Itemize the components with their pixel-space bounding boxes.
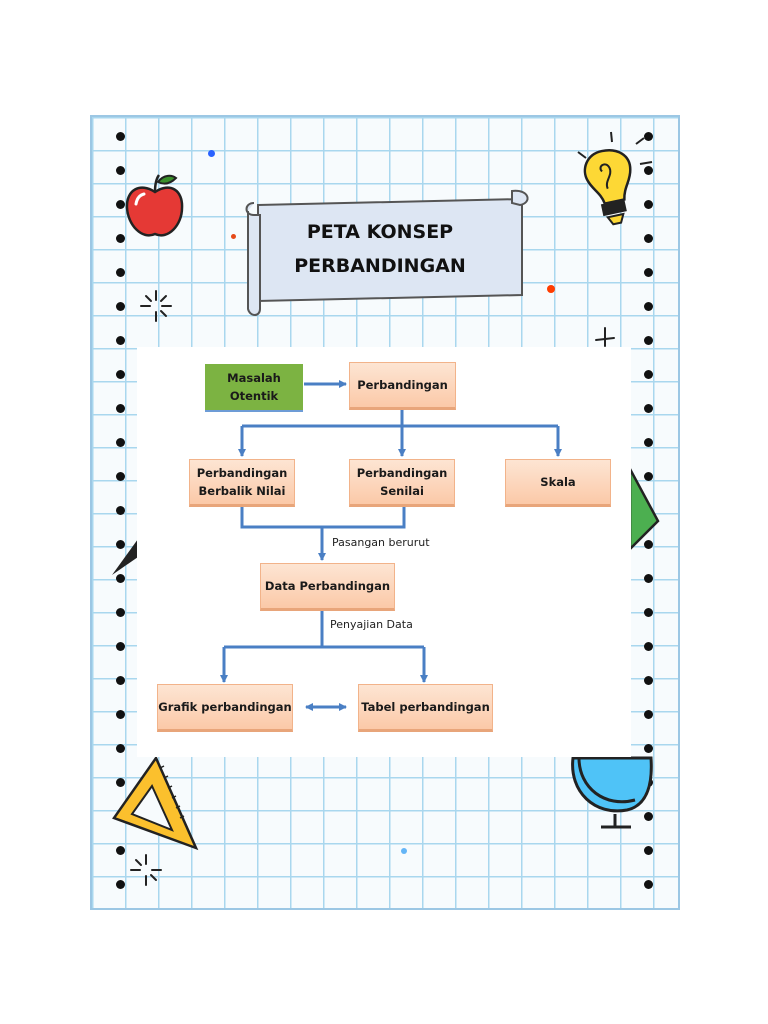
binder-hole bbox=[644, 880, 653, 889]
red-dot-decoration bbox=[547, 285, 555, 293]
green-triangle-decoration bbox=[630, 468, 660, 551]
binder-hole bbox=[116, 540, 125, 549]
binder-hole bbox=[644, 812, 653, 821]
binder-hole bbox=[116, 744, 125, 753]
binder-hole bbox=[644, 268, 653, 277]
binder-hole bbox=[116, 608, 125, 617]
binder-hole bbox=[116, 472, 125, 481]
binder-hole bbox=[116, 778, 125, 787]
binder-hole bbox=[644, 200, 653, 209]
binder-hole bbox=[116, 574, 125, 583]
binder-hole bbox=[116, 370, 125, 379]
binder-hole bbox=[644, 472, 653, 481]
binder-hole bbox=[644, 744, 653, 753]
binder-hole bbox=[116, 506, 125, 515]
node-masalah-otentik: Masalah Otentik bbox=[205, 364, 303, 412]
binder-hole bbox=[116, 200, 125, 209]
node-skala: Skala bbox=[505, 459, 611, 507]
blue-dot-decoration bbox=[208, 150, 215, 157]
edge-label-penyajian-data: Penyajian Data bbox=[330, 618, 413, 631]
join-berbalik-senilai bbox=[240, 506, 406, 529]
binder-hole bbox=[116, 336, 125, 345]
blue-dot-decoration bbox=[401, 848, 407, 854]
binder-hole bbox=[644, 438, 653, 447]
sparkle-icon bbox=[130, 854, 162, 886]
binder-hole bbox=[116, 234, 125, 243]
binder-hole bbox=[644, 574, 653, 583]
binder-hole bbox=[644, 710, 653, 719]
binder-holes-left bbox=[116, 117, 128, 908]
title-line-1: PETA KONSEP bbox=[306, 221, 454, 243]
binder-hole bbox=[116, 268, 125, 277]
binder-hole bbox=[116, 880, 125, 889]
title-line-2: PERBANDINGAN bbox=[294, 255, 466, 277]
page-title: PETA KONSEP PERBANDINGAN bbox=[260, 215, 500, 283]
globe-icon bbox=[571, 756, 653, 829]
binder-hole bbox=[644, 336, 653, 345]
binder-hole bbox=[116, 676, 125, 685]
sparkle-icon bbox=[595, 327, 615, 347]
binder-hole bbox=[644, 302, 653, 311]
binder-hole bbox=[644, 370, 653, 379]
binder-hole bbox=[116, 710, 125, 719]
lightbulb-icon bbox=[577, 131, 653, 226]
apple-icon bbox=[125, 174, 184, 237]
binder-hole bbox=[644, 132, 653, 141]
binder-hole bbox=[116, 302, 125, 311]
binder-hole bbox=[644, 642, 653, 651]
binder-hole bbox=[116, 132, 125, 141]
node-tabel-perbandingan: Tabel perbandingan bbox=[358, 684, 493, 732]
edge-label-pasangan-berurut: Pasangan berurut bbox=[332, 536, 430, 549]
title-scroll-banner: PETA KONSEP PERBANDINGAN bbox=[240, 185, 530, 317]
binder-hole bbox=[116, 642, 125, 651]
binder-hole bbox=[644, 404, 653, 413]
node-perbandingan: Perbandingan bbox=[349, 362, 456, 410]
binder-hole bbox=[644, 608, 653, 617]
binder-hole bbox=[644, 234, 653, 243]
node-perbandingan-berbalik-nilai: Perbandingan Berbalik Nilai bbox=[189, 459, 295, 507]
node-data-perbandingan: Data Perbandingan bbox=[260, 563, 395, 611]
red-dot-decoration bbox=[231, 234, 236, 239]
sparkle-icon bbox=[140, 290, 172, 322]
node-grafik-perbandingan: Grafik perbandingan bbox=[157, 684, 293, 732]
binder-hole bbox=[116, 846, 125, 855]
binder-hole bbox=[644, 846, 653, 855]
binder-hole bbox=[644, 540, 653, 549]
ruler-triangle-icon bbox=[112, 755, 199, 851]
binder-hole bbox=[116, 404, 125, 413]
binder-hole bbox=[116, 166, 125, 175]
binder-hole bbox=[116, 438, 125, 447]
pencil-decoration bbox=[112, 539, 138, 575]
node-perbandingan-senilai: Perbandingan Senilai bbox=[349, 459, 455, 507]
binder-hole bbox=[644, 676, 653, 685]
binder-hole bbox=[644, 166, 653, 175]
